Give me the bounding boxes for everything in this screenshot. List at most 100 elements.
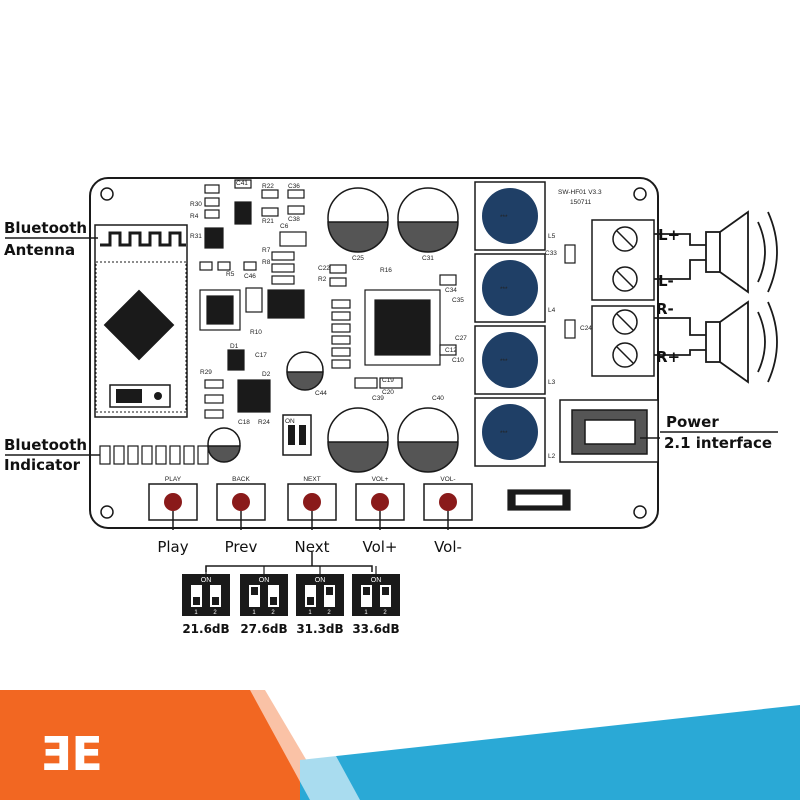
inductor-mark: *** (500, 214, 508, 221)
power-interface-label: 2.1 interface (664, 434, 772, 452)
component-ref-label: C33 (545, 250, 557, 257)
component-ref-label: L5 (548, 233, 556, 240)
button-label: Vol+ (362, 538, 397, 556)
inductors (474, 181, 546, 467)
component-ref-label: C12 (445, 347, 457, 354)
dip-pin-label: 1 (252, 610, 256, 616)
dip-switch-body (240, 574, 288, 616)
dip-switch-body (352, 574, 400, 616)
component-ref-label: L3 (548, 379, 556, 386)
dip-gain-label: 27.6dB (240, 622, 287, 636)
dip-lever (326, 587, 333, 595)
button-cap[interactable] (232, 493, 250, 511)
button-cap[interactable] (164, 493, 182, 511)
dip-lever (382, 587, 389, 595)
dip-on-label: ON (259, 577, 270, 584)
button-label: Vol- (434, 538, 462, 556)
dip-gain-label: 31.3dB (296, 622, 343, 636)
component-ref-label: C17 (255, 352, 267, 359)
button-label: Play (157, 538, 188, 556)
button-vol-[interactable]: VOL+ Vol+ (355, 476, 405, 556)
dip-switch-body (296, 574, 344, 616)
component-ref-label: C27 (455, 335, 467, 342)
component-ref-label: C6 (280, 223, 289, 230)
dip-gain-label: 21.6dB (182, 622, 229, 636)
power-jack (559, 399, 660, 463)
indicator-label-line1: Bluetooth (4, 436, 87, 454)
dip-slot (380, 585, 391, 607)
dip-slot (249, 585, 260, 607)
component-ref-label: C36 (288, 183, 300, 190)
mount-hole (100, 505, 114, 519)
r-minus-label: R- (656, 300, 674, 318)
component-ref-label: C38 (288, 216, 300, 223)
dip-lever (270, 597, 277, 605)
component-ref-label: R7 (262, 247, 271, 254)
button-silk-label: VOL+ (372, 476, 389, 483)
dip-pin-label: 1 (194, 610, 198, 616)
dip-slot (210, 585, 221, 607)
component-ref-label: R16 (380, 267, 392, 274)
component-ref-label: C24 (580, 325, 592, 332)
component-ref-label: R22 (262, 183, 274, 190)
component-ref-label: R29 (200, 369, 212, 376)
power-label: Power (666, 413, 719, 431)
button-cap[interactable] (371, 493, 389, 511)
component-ref-label: C10 (452, 357, 464, 364)
dip-lever (363, 587, 370, 595)
dip-on-label: ON (315, 577, 326, 584)
button-label: Next (295, 538, 330, 556)
component-ref-label: C46 (244, 273, 256, 280)
onboard-dip-on-label: ON (285, 418, 295, 425)
dip-slot (324, 585, 335, 607)
dip-slot (191, 585, 202, 607)
dip-switch-body (182, 574, 230, 616)
inductor-mark: *** (500, 430, 508, 437)
component-ref-label: R31 (190, 233, 202, 240)
antenna-label-line1: Bluetooth (4, 219, 87, 237)
component-ref-label: C44 (315, 390, 327, 397)
button-vol-[interactable]: VOL- Vol- (423, 476, 473, 556)
component-ref-label: C34 (445, 287, 457, 294)
component-ref-label: C20 (382, 389, 394, 396)
component-ref-label: C25 (352, 255, 364, 262)
dip-bracket-line (205, 565, 373, 572)
smd-components (199, 179, 576, 511)
dip-gain-label: 33.6dB (352, 622, 399, 636)
electrolytic-capacitors (207, 187, 459, 473)
dip-lever (212, 597, 219, 605)
bluetooth-module (94, 224, 188, 418)
button-cap[interactable] (303, 493, 321, 511)
l-minus-label: L- (658, 272, 674, 290)
dip-slot (268, 585, 279, 607)
inductor-mark: *** (500, 286, 508, 293)
component-ref-label: R10 (250, 329, 262, 336)
dip-pin-label: 2 (383, 610, 387, 616)
indicator-label-line2: Indicator (4, 456, 81, 474)
mount-hole (633, 505, 647, 519)
dip-pin-label: 2 (213, 610, 217, 616)
button-cap[interactable] (439, 493, 457, 511)
antenna-trace (100, 231, 186, 247)
component-ref-label: R30 (190, 201, 202, 208)
dip-lever (307, 597, 314, 605)
component-ref-label: D1 (230, 343, 239, 350)
component-ref-label: C22 (318, 265, 330, 272)
dip-slot (361, 585, 372, 607)
bluetooth-indicator-row (99, 445, 209, 465)
brand-logo: ƎE (40, 727, 103, 781)
mount-hole (633, 187, 647, 201)
component-ref-label: L2 (548, 453, 556, 460)
component-ref-label: C18 (238, 419, 250, 426)
button-silk-label: VOL- (440, 476, 455, 483)
component-ref-label: R21 (262, 218, 274, 225)
